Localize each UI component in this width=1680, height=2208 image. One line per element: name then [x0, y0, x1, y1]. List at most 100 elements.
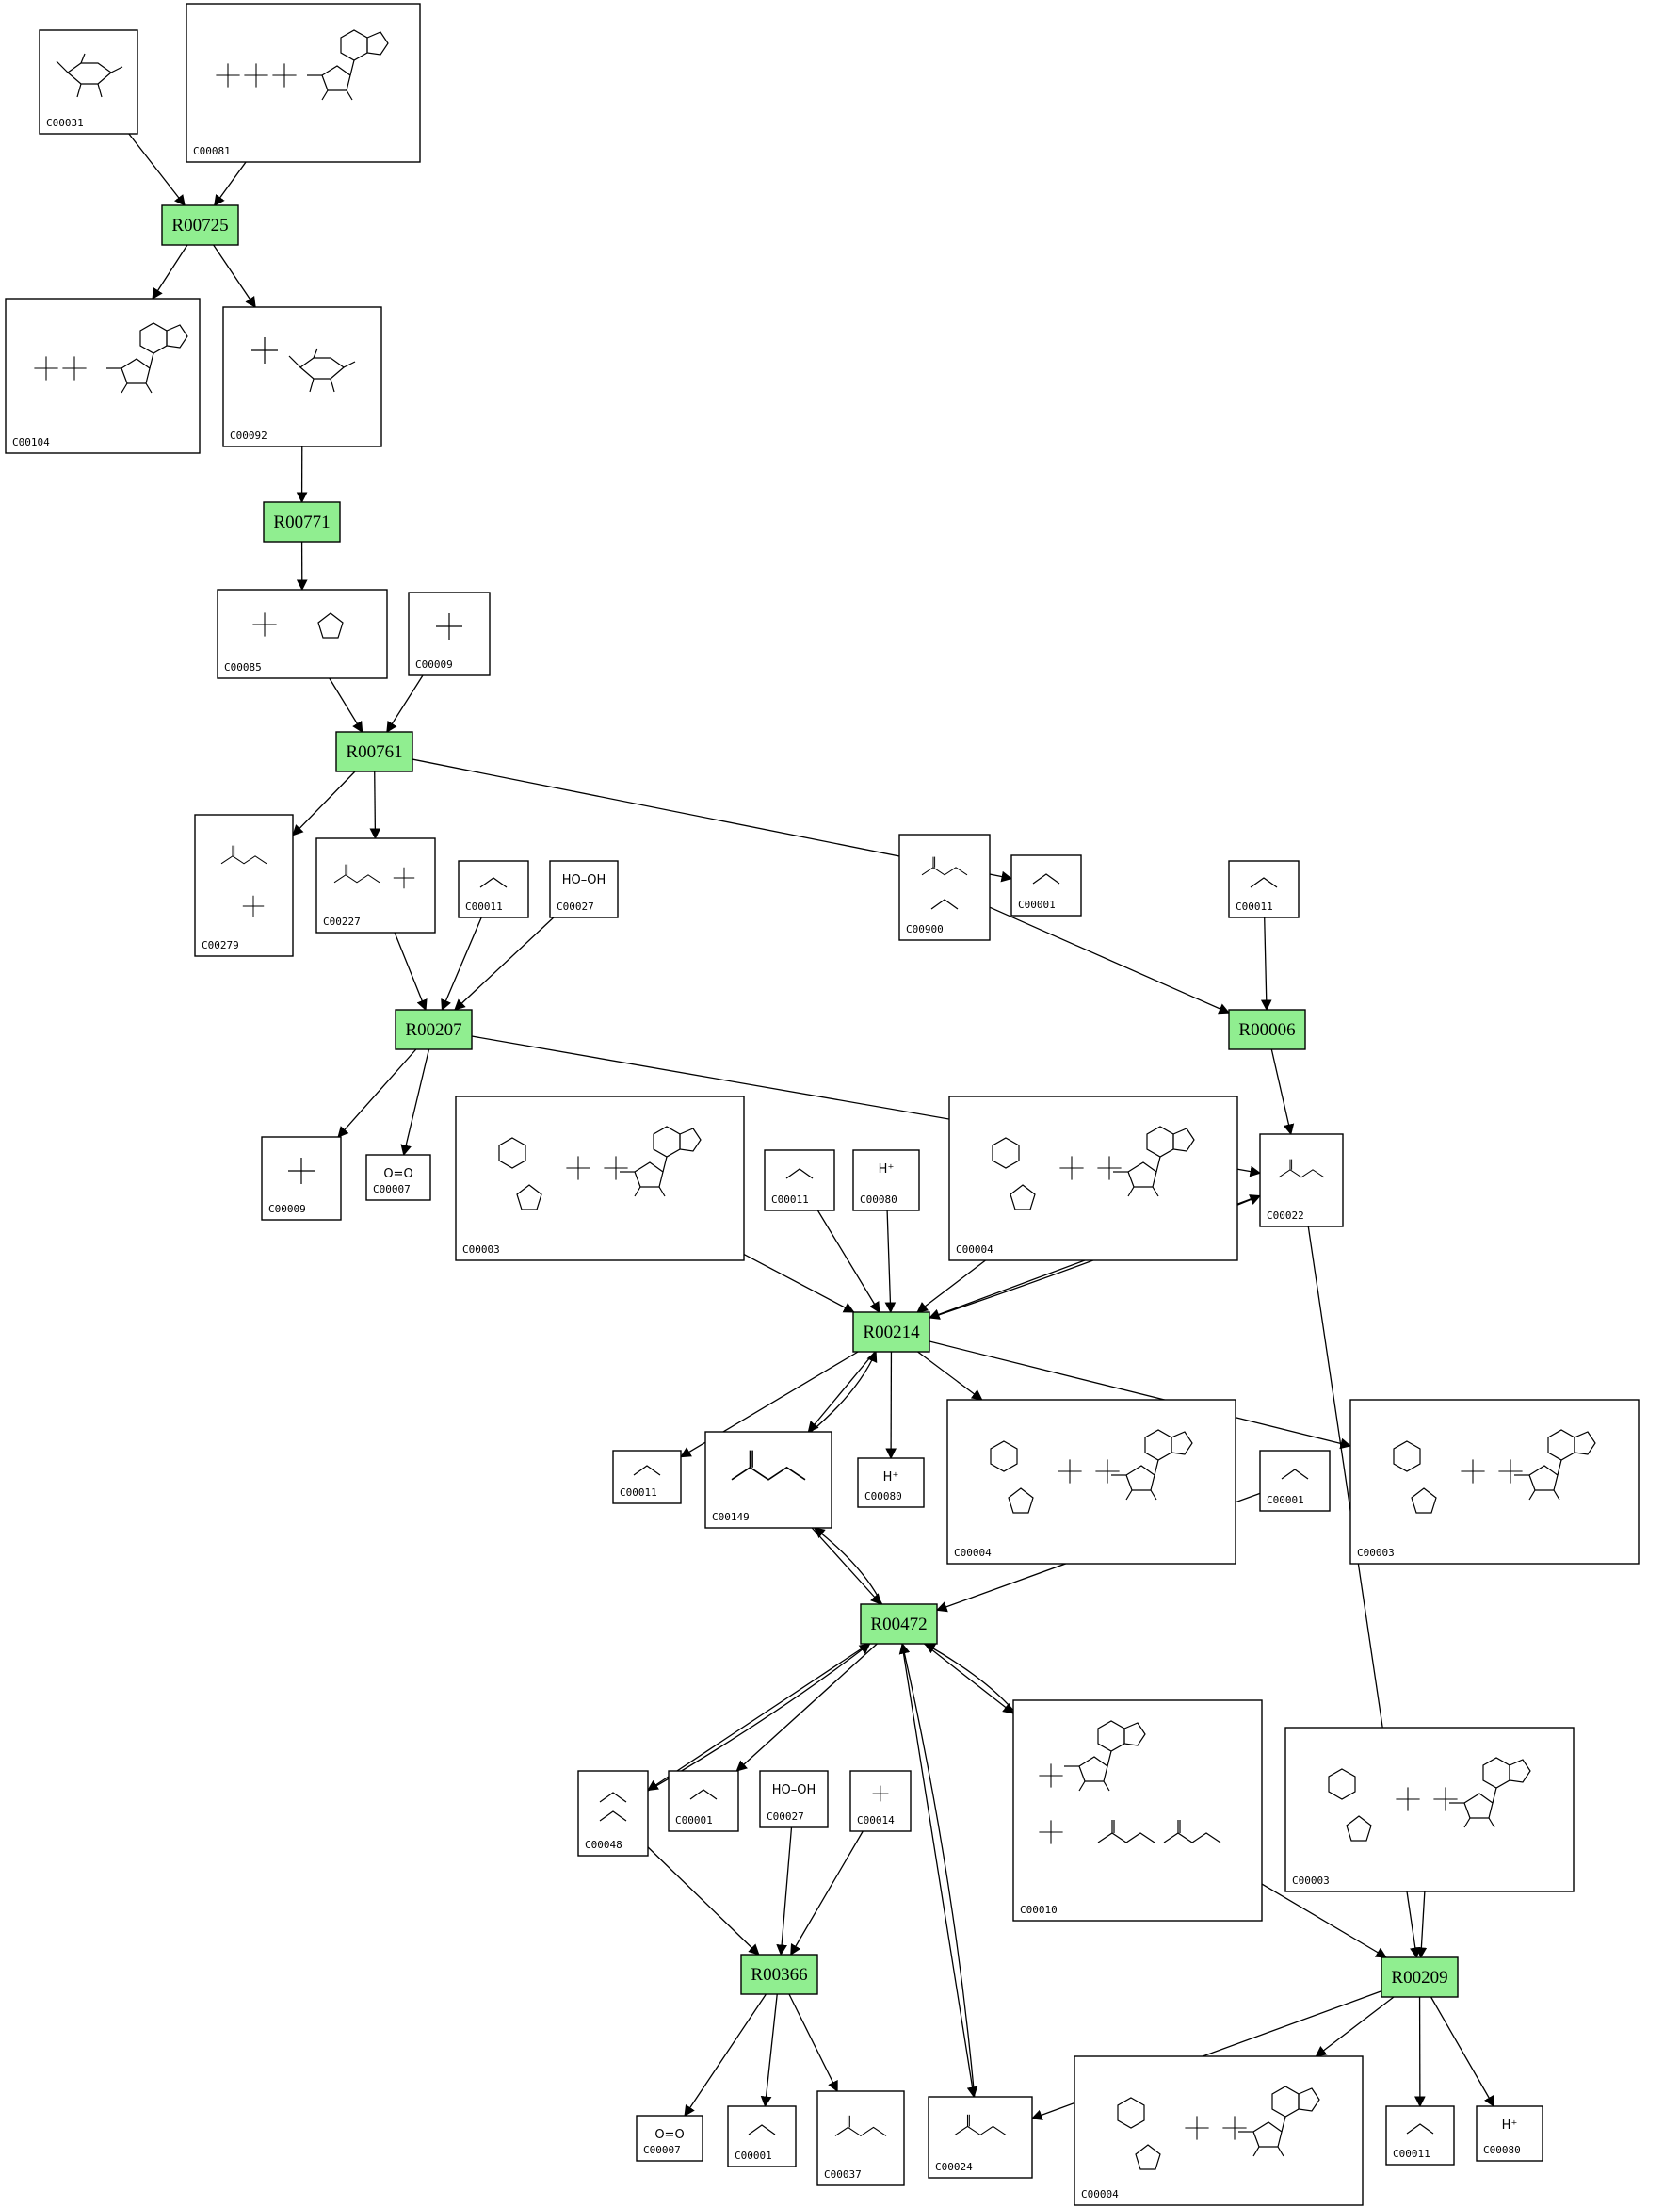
edge-c00003c-to-r00209 [1415, 1891, 1428, 1959]
edge-c00011b-to-r00006 [1260, 917, 1272, 1012]
compound-node-c00003[interactable]: C00003 [455, 1096, 745, 1261]
reaction-label: R00006 [1238, 1020, 1295, 1040]
compound-node-c00004[interactable]: C00004 [948, 1096, 1238, 1261]
compound-node-c00080[interactable]: H⁺ C00080 [1476, 2105, 1543, 2162]
compound-node-c00037[interactable]: C00037 [816, 2090, 905, 2186]
edge-c00149-to-r00214 [810, 1350, 878, 1433]
edge-c00048-to-r00366 [647, 1846, 760, 1956]
edge-r00214-to-c00149 [807, 1351, 876, 1433]
reaction-node-r00366[interactable]: R00366 [740, 1954, 818, 1995]
compound-node-c00080[interactable]: H⁺C00080 [852, 1149, 920, 1211]
compound-node-c00085[interactable]: C00085 [217, 589, 388, 679]
compound-id-label: C00003 [1292, 1875, 1330, 1887]
reaction-label: R00214 [863, 1323, 920, 1342]
edge-c00010-to-r00209 [1261, 1883, 1387, 1958]
compound-node-c00011[interactable]: C00011 [1228, 860, 1300, 918]
compound-node-c00009[interactable]: C00009 [261, 1136, 342, 1221]
compound-formula: HO–OH [772, 1783, 816, 1797]
compound-node-c00001[interactable]: C00001 [1259, 1450, 1331, 1512]
reaction-node-r00214[interactable]: R00214 [852, 1311, 930, 1353]
edge-r00209-to-c00080c [1430, 1996, 1494, 2108]
reaction-label: R00725 [171, 216, 228, 235]
compound-id-label: C00048 [585, 1839, 622, 1851]
edge-c00011c-to-r00214 [816, 1210, 880, 1314]
reaction-node-r00472[interactable]: R00472 [860, 1603, 938, 1645]
compound-id-label: C00080 [1483, 2144, 1521, 2156]
compound-id-label: C00011 [771, 1193, 809, 1206]
reaction-label: R00209 [1391, 1968, 1447, 1988]
compound-node-c00081[interactable]: C00081 [186, 3, 421, 163]
compound-node-c00014[interactable]: C00014 [849, 1770, 912, 1832]
edge-c00085-to-r00761 [329, 677, 363, 733]
compound-node-c00031[interactable]: C00031 [39, 29, 138, 135]
compound-id-label: C00010 [1020, 1904, 1058, 1916]
compound-node-c00004[interactable]: C00004 [946, 1399, 1236, 1565]
edge-c00149-to-r00472 [811, 1527, 882, 1605]
compound-node-c00010[interactable]: C00010 [1012, 1699, 1263, 1922]
edge-r00366-to-c00001d [760, 1993, 778, 2108]
compound-node-c00279[interactable]: C00279 [194, 814, 294, 957]
compound-node-c00001[interactable]: C00001 [1010, 854, 1082, 917]
compound-node-c00048[interactable]: C00048 [577, 1770, 649, 1857]
compound-node-c00024[interactable]: C00024 [928, 2096, 1033, 2179]
reaction-node-r00771[interactable]: R00771 [263, 501, 341, 543]
edge-c00009a-to-r00761 [386, 674, 424, 733]
compound-node-c00009[interactable]: C00009 [408, 592, 491, 676]
compound-node-c00001[interactable]: C00001 [668, 1770, 739, 1832]
compound-id-label: C00031 [46, 117, 84, 129]
compound-id-label: C00007 [373, 1183, 411, 1195]
compound-id-label: C00014 [857, 1814, 895, 1826]
compound-id-label: C00011 [620, 1486, 657, 1499]
edge-r00725-to-c00104 [152, 244, 188, 300]
edge-c00031-to-r00725 [128, 133, 186, 206]
compound-id-label: C00024 [935, 2161, 973, 2173]
compound-node-c00003[interactable]: C00003 [1284, 1727, 1575, 1892]
edge-r00472-to-c00001c [735, 1643, 878, 1772]
edge-c00011a-to-r00207 [441, 917, 482, 1012]
compound-node-c00001[interactable]: C00001 [727, 2105, 797, 2167]
edge-r00207-to-c00007a [400, 1048, 430, 1157]
compound-node-c00227[interactable]: C00227 [315, 837, 436, 934]
reaction-label: R00207 [405, 1020, 461, 1040]
compound-id-label: C00027 [557, 901, 594, 913]
compound-node-c00092[interactable]: C00092 [222, 306, 382, 447]
compound-node-c00011[interactable]: C00011 [612, 1450, 682, 1504]
compound-formula: H⁺ [883, 1470, 899, 1485]
compound-node-c00149[interactable]: C00149 [704, 1431, 832, 1529]
compound-node-c00011[interactable]: C00011 [764, 1149, 835, 1211]
edge-r00214-to-c00004b [917, 1351, 983, 1401]
reaction-node-r00207[interactable]: R00207 [395, 1009, 473, 1050]
compound-node-c00011[interactable]: C00011 [1385, 2105, 1455, 2166]
edge-c00227-to-r00207 [394, 932, 428, 1012]
compound-id-label: C00011 [465, 901, 503, 913]
compound-formula: O=O [654, 2128, 684, 2142]
compound-node-c00004[interactable]: C00004 [1074, 2055, 1364, 2206]
compound-node-c00080[interactable]: H⁺C00080 [857, 1457, 925, 1508]
edge-c00027b-to-r00366 [776, 1826, 793, 1956]
reaction-node-r00725[interactable]: R00725 [161, 204, 239, 246]
compound-id-label: C00081 [193, 145, 231, 157]
edge-c00014-to-r00366 [790, 1830, 864, 1956]
compound-id-label: C00092 [230, 430, 267, 442]
compound-node-c00003[interactable]: C00003 [1349, 1399, 1640, 1565]
reaction-node-r00006[interactable]: R00006 [1228, 1009, 1306, 1050]
edge-r00006-to-c00022 [1270, 1048, 1295, 1136]
compound-id-label: C00022 [1267, 1210, 1304, 1222]
edge-c00080a-to-r00214 [884, 1210, 897, 1314]
compound-formula: H⁺ [1502, 2119, 1518, 2133]
compound-node-c00900[interactable]: C00900 [898, 834, 991, 941]
compound-node-c00011[interactable]: C00011 [458, 860, 529, 918]
edge-c00900-to-r00006 [989, 906, 1231, 1015]
compound-node-c00104[interactable]: C00104 [5, 298, 201, 454]
compound-node-c00022[interactable]: C00022 [1259, 1133, 1344, 1227]
reaction-label: R00771 [273, 512, 330, 532]
reaction-node-r00209[interactable]: R00209 [1381, 1956, 1459, 1998]
reaction-node-r00761[interactable]: R00761 [335, 731, 413, 772]
compound-id-label: C00001 [675, 1814, 713, 1826]
